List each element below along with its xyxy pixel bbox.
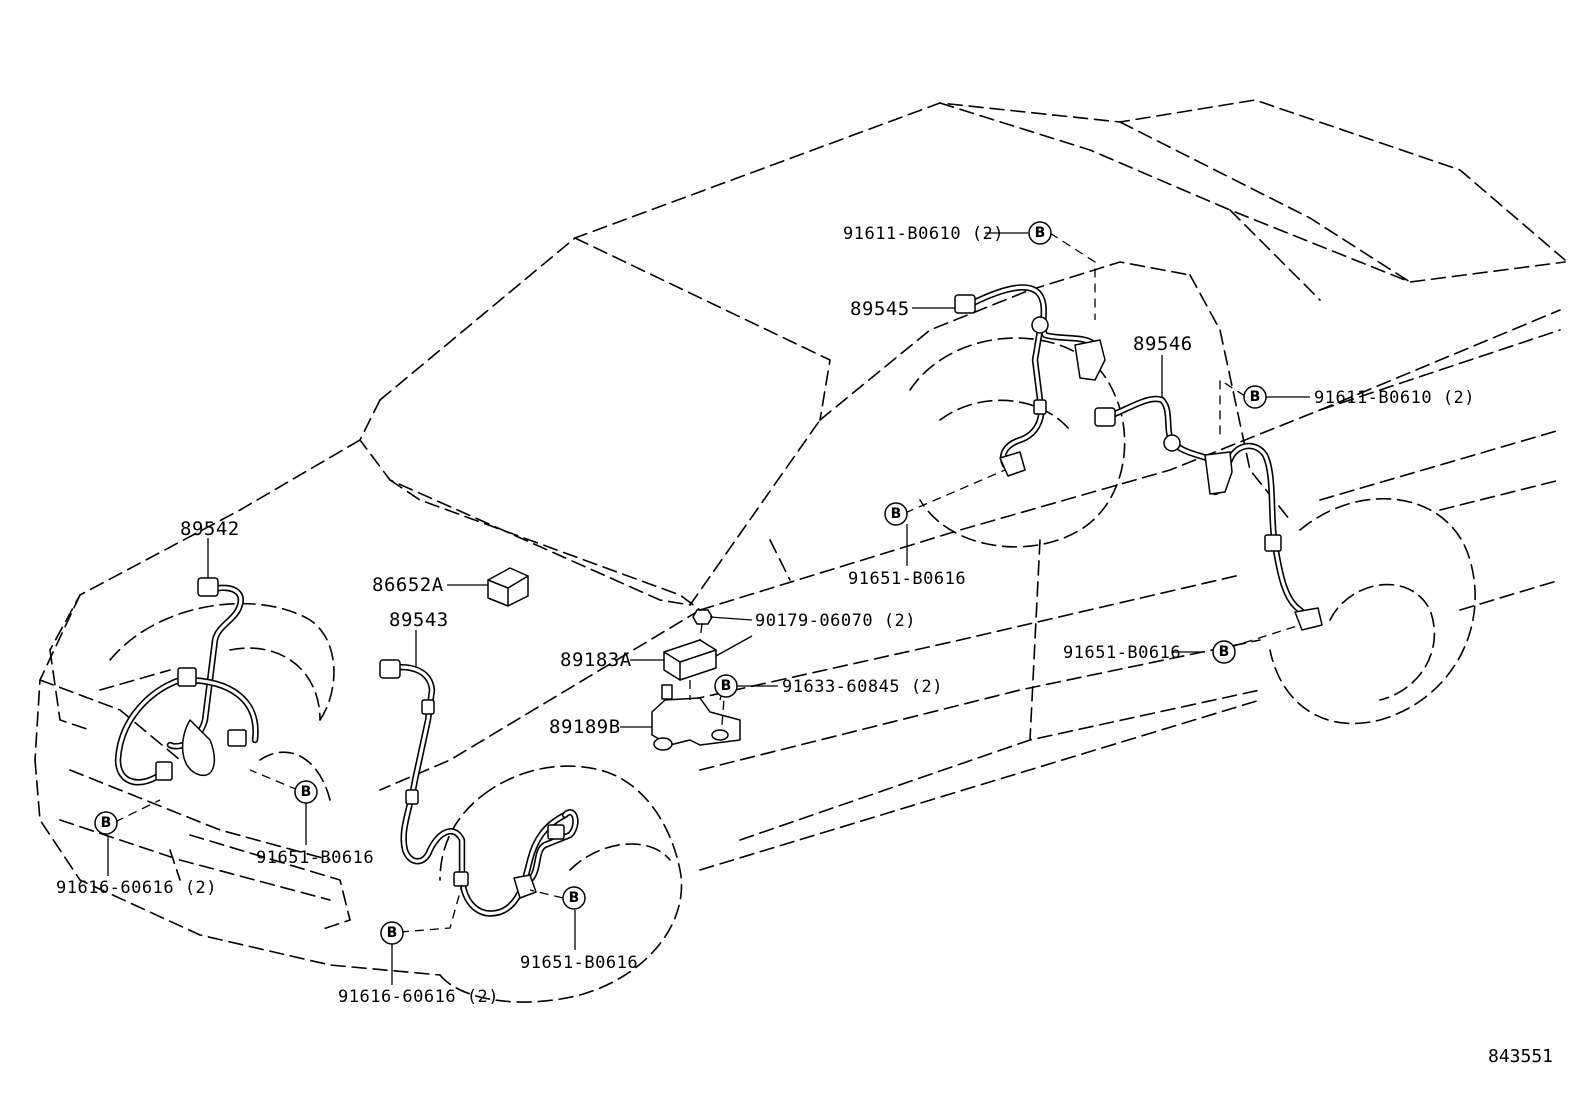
bolt-dashed-leaders: [114, 232, 1301, 933]
figure-number: 843551: [1488, 1046, 1553, 1067]
bolt-marker-91651-mid: B: [884, 502, 908, 526]
leader-lines: [107, 232, 1310, 985]
label-91651-B0616-front-right: 91651-B0616: [520, 953, 638, 973]
connector-86652A: [487, 567, 529, 607]
label-89183A: 89183A: [560, 649, 632, 671]
callout-labels: 89542 86652A 89543 89183A 89189B 89545 8…: [56, 224, 1553, 1067]
label-91611-B0610-right: 91611-B0610 (2): [1314, 388, 1475, 408]
sensor-wire-89542: [114, 577, 259, 786]
label-89543: 89543: [389, 609, 449, 631]
sensor-wire-89545: [954, 284, 1106, 477]
bolt-marker-91651-rear: B: [1212, 640, 1236, 664]
bolt-marker-91611-right: B: [1243, 385, 1267, 409]
label-86652A: 86652A: [372, 574, 444, 596]
connector-89545: [954, 294, 976, 314]
nut-90179: [692, 609, 713, 625]
label-91616-60616-bottom: 91616-60616 (2): [338, 987, 499, 1007]
sensor-assembly-center: [487, 567, 741, 751]
bolt-marker-91616-bottom: B: [380, 921, 404, 945]
label-91651-B0616-mid: 91651-B0616: [848, 569, 966, 589]
connector-89546: [1094, 407, 1116, 427]
bolt-marker-91651-front-right: B: [562, 886, 586, 910]
svg-text:B: B: [721, 678, 732, 694]
label-91611-B0610-upper: 91611-B0610 (2): [843, 224, 1004, 244]
connector-89542: [197, 577, 219, 597]
svg-text:B: B: [1219, 644, 1230, 660]
label-89545: 89545: [850, 298, 910, 320]
label-90179-06070: 90179-06070 (2): [755, 611, 916, 631]
label-91651-B0616-rear: 91651-B0616: [1063, 643, 1181, 663]
sensor-wire-89546: [1094, 395, 1323, 631]
svg-text:B: B: [387, 925, 398, 941]
label-89189B: 89189B: [549, 716, 621, 738]
bolt-marker-91633: B: [714, 674, 738, 698]
bolt-marker-91651-front-left: B: [294, 780, 318, 804]
svg-text:B: B: [1035, 225, 1046, 241]
sensor-wire-89543: [379, 659, 579, 917]
svg-text:B: B: [101, 815, 112, 831]
svg-text:B: B: [301, 784, 312, 800]
label-91616-60616-left: 91616-60616 (2): [56, 878, 217, 898]
bolt-marker-91611-upper: B: [1028, 221, 1052, 245]
label-89542: 89542: [180, 518, 240, 540]
svg-text:B: B: [569, 890, 580, 906]
svg-text:B: B: [1250, 389, 1261, 405]
bolt-markers: B B B B B B B B B: [94, 221, 1267, 945]
sensor-89183A: [663, 639, 717, 681]
label-89546: 89546: [1133, 333, 1193, 355]
svg-text:B: B: [891, 506, 902, 522]
bolt-marker-91616-left: B: [94, 811, 118, 835]
label-91651-B0616-front-left: 91651-B0616: [256, 848, 374, 868]
connector-89543: [379, 659, 401, 679]
car-body-outline: [34, 99, 1566, 1003]
label-91633-60845: 91633-60845 (2): [782, 677, 943, 697]
